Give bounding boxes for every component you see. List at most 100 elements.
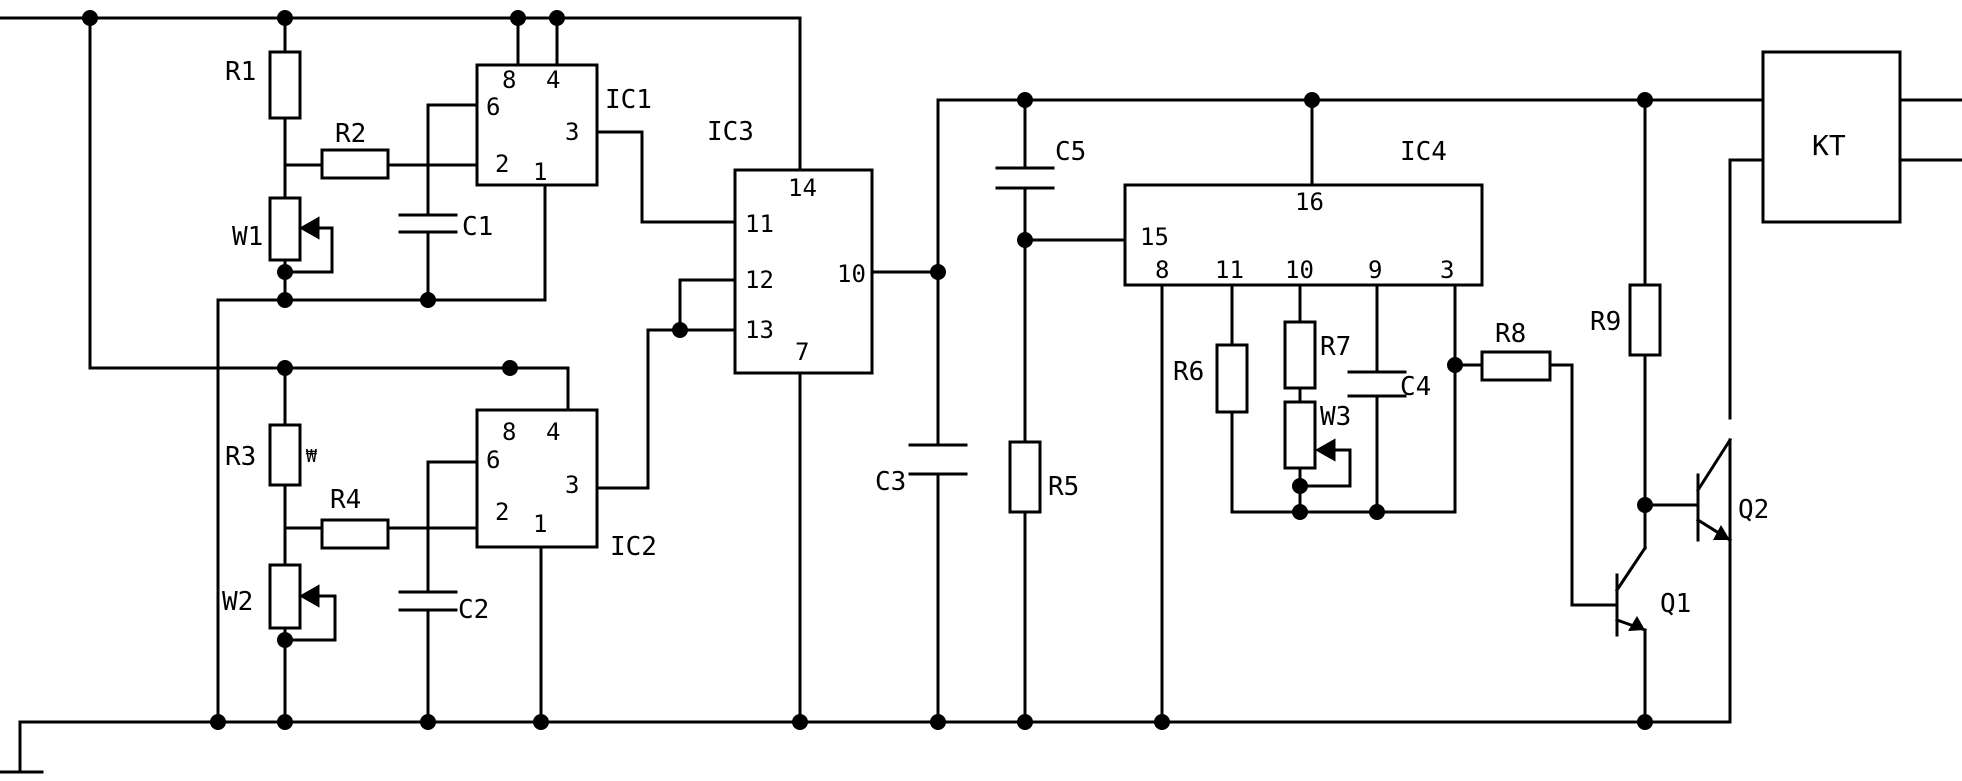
junction-dot <box>277 632 293 648</box>
label-kt: KT <box>1812 129 1846 162</box>
capacitor-c2 <box>398 590 458 612</box>
ic2-pin-4: 4 <box>546 418 560 446</box>
junction-dot <box>1447 357 1463 373</box>
w3-arrow-icon <box>1314 438 1336 462</box>
label-c1: C1 <box>462 212 493 242</box>
label-r5: R5 <box>1048 472 1079 502</box>
resistor-r6 <box>1215 343 1249 414</box>
ic2-pin-6: 6 <box>486 446 500 474</box>
ic2-pin-8: 8 <box>502 418 516 446</box>
label-r9: R9 <box>1590 307 1621 337</box>
label-r2: R2 <box>335 119 366 149</box>
ic4-pin-8: 8 <box>1155 256 1169 284</box>
label-c4: C4 <box>1400 372 1431 402</box>
transistor-q2 <box>1695 437 1733 543</box>
ic3-pin-11: 11 <box>745 210 774 238</box>
junction-dot <box>277 714 293 730</box>
label-w1: W1 <box>232 222 263 252</box>
w1-arrow-icon <box>298 216 320 240</box>
junction-dot <box>277 264 293 280</box>
junction-dot <box>1292 504 1308 520</box>
ic1-pin-3: 3 <box>565 118 579 146</box>
resistor-r2 <box>320 148 390 180</box>
ic4-pin-16: 16 <box>1295 188 1324 216</box>
ic2-pin-2: 2 <box>495 498 509 526</box>
junctions <box>82 10 1653 730</box>
label-q2: Q2 <box>1738 495 1769 525</box>
label-r7: R7 <box>1320 332 1351 362</box>
junction-dot <box>1304 92 1320 108</box>
junction-dot <box>277 10 293 26</box>
capacitor-c4 <box>1347 370 1407 398</box>
label-w3: W3 <box>1320 402 1351 432</box>
potentiometer-w2 <box>268 563 302 630</box>
junction-dot <box>1637 92 1653 108</box>
resistor-r9 <box>1628 283 1662 357</box>
potentiometer-w3 <box>1283 400 1317 470</box>
ic4-pin-15: 15 <box>1140 223 1169 251</box>
label-c3: C3 <box>875 467 906 497</box>
ic1-pin-4: 4 <box>546 66 560 94</box>
transistor-q1 <box>1614 545 1648 637</box>
pin-numbers: 8 4 6 3 2 1 8 4 6 3 2 1 14 11 12 13 10 7… <box>486 66 1454 538</box>
kt-relay-body <box>1761 50 1902 224</box>
label-q1: Q1 <box>1660 589 1691 619</box>
w2-arrow-icon <box>298 584 320 608</box>
junction-dot <box>277 292 293 308</box>
junction-dot <box>210 714 226 730</box>
ic2-name: IC2 <box>610 532 657 562</box>
ic3-pin-12: 12 <box>745 266 774 294</box>
resistor-r4 <box>320 518 390 550</box>
junction-dot <box>1017 714 1033 730</box>
wires <box>0 16 1962 774</box>
ic1-name: IC1 <box>605 85 652 115</box>
junction-dot <box>1637 497 1653 513</box>
potentiometers <box>268 196 1336 630</box>
resistors <box>268 50 1662 550</box>
junction-dot <box>549 10 565 26</box>
label-r3-mark: ₩ <box>306 446 317 467</box>
label-w2: W2 <box>222 587 253 617</box>
junction-dot <box>1637 714 1653 730</box>
label-r1: R1 <box>225 57 256 87</box>
label-r8: R8 <box>1495 319 1526 349</box>
junction-dot <box>277 360 293 376</box>
ic3-pin-10: 10 <box>837 260 866 288</box>
capacitor-c5 <box>995 166 1055 190</box>
transistors <box>1614 437 1733 637</box>
capacitor-c1 <box>398 213 458 234</box>
ic1-pin-8: 8 <box>502 66 516 94</box>
junction-dot <box>533 714 549 730</box>
resistor-r7 <box>1283 320 1317 390</box>
junction-dot <box>502 360 518 376</box>
junction-dot <box>510 10 526 26</box>
ic2-pin-1: 1 <box>533 510 547 538</box>
capacitor-c3 <box>908 443 968 476</box>
ic3-body <box>733 168 874 375</box>
junction-dot <box>930 264 946 280</box>
junction-dot <box>1017 232 1033 248</box>
junction-dot <box>1154 714 1170 730</box>
resistor-r8 <box>1480 350 1552 382</box>
ic4-name: IC4 <box>1400 137 1447 167</box>
ic-blocks <box>475 50 1902 549</box>
junction-dot <box>1369 504 1385 520</box>
ic2-body <box>475 408 599 549</box>
ic3-pin-7: 7 <box>795 338 809 366</box>
ic1-pin-1: 1 <box>533 158 547 186</box>
ic-names: IC1 IC2 IC3 IC4 <box>605 85 1447 562</box>
junction-dot <box>420 714 436 730</box>
ic4-pin-11: 11 <box>1215 256 1244 284</box>
label-c5: C5 <box>1055 137 1086 167</box>
resistor-r5 <box>1008 440 1042 514</box>
ic1-pin-6: 6 <box>486 93 500 121</box>
junction-dot <box>1292 478 1308 494</box>
ic3-name: IC3 <box>707 117 754 147</box>
junction-dot <box>930 714 946 730</box>
ic4-pin-9: 9 <box>1368 256 1382 284</box>
q2-emitter-arrow-icon <box>1713 525 1730 540</box>
ic1-body <box>475 63 599 187</box>
junction-dot <box>672 322 688 338</box>
label-c2: C2 <box>458 595 489 625</box>
